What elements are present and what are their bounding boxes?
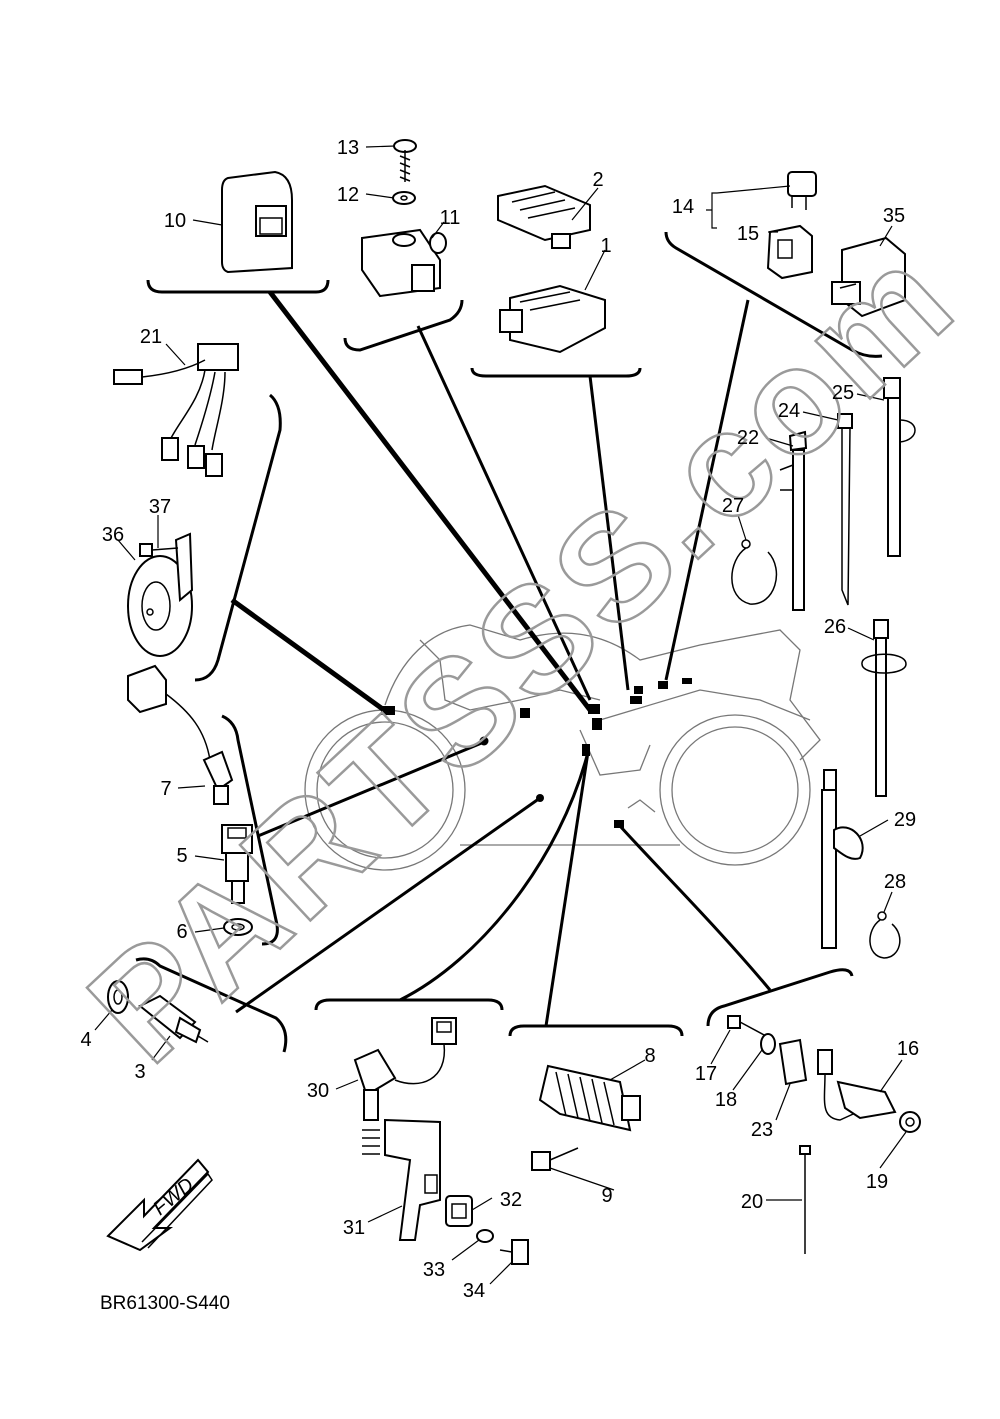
callout-30: 30 <box>307 1080 329 1102</box>
connection-lines <box>230 290 772 1027</box>
callout-23: 23 <box>751 1119 773 1141</box>
part-36-horn <box>127 532 194 657</box>
callout-33: 33 <box>423 1259 445 1281</box>
callout-37: 37 <box>149 496 171 518</box>
callout-12: 12 <box>337 184 359 206</box>
part-19-nut <box>899 1111 921 1133</box>
callout-20: 20 <box>741 1191 763 1213</box>
callout-6: 6 <box>176 921 187 943</box>
part-16-sensor <box>817 1049 897 1121</box>
callout-14: 14 <box>672 196 694 218</box>
part-9-bolt <box>531 1147 579 1171</box>
part-20-cable-tie <box>799 1145 811 1254</box>
part-29-cable-tie <box>821 769 864 949</box>
callout-4: 4 <box>80 1029 91 1051</box>
callout-5: 5 <box>176 845 187 867</box>
callout-11: 11 <box>440 207 461 229</box>
part-23-collar <box>778 1038 808 1086</box>
callout-34: 34 <box>463 1280 485 1302</box>
part-31-bracket <box>384 1118 441 1241</box>
callout-9: 9 <box>601 1185 612 1207</box>
part-14-relay <box>787 171 817 210</box>
part-3-sender <box>138 994 209 1044</box>
callout-13: 13 <box>337 137 359 159</box>
part-32-grommet <box>445 1195 473 1227</box>
part-30-sensor <box>353 1017 457 1155</box>
part-37-bolt <box>139 543 179 557</box>
callout-26: 26 <box>824 616 846 638</box>
part-4-gasket <box>107 980 129 1014</box>
callout-27: 27 <box>722 495 744 517</box>
callout-24: 24 <box>778 400 800 422</box>
part-11-connector <box>361 228 447 298</box>
part-18-washer <box>760 1033 776 1055</box>
callout-3: 3 <box>134 1061 145 1083</box>
callout-leaders <box>94 145 907 1285</box>
part-34-bolt <box>499 1239 529 1265</box>
part-33-collar <box>476 1229 494 1243</box>
part-12-washer <box>392 191 416 205</box>
callout-10: 10 <box>164 210 186 232</box>
group-brackets <box>135 231 883 1053</box>
diagram-code: BR61300-S440 <box>100 1293 230 1314</box>
callout-8: 8 <box>644 1045 655 1067</box>
callout-1: 1 <box>600 235 611 257</box>
part-6-gasket <box>223 918 253 936</box>
part-21-sub-wire-harness <box>113 343 239 477</box>
callout-32: 32 <box>500 1189 522 1211</box>
part-25-cable-tie <box>883 377 916 557</box>
callout-2: 2 <box>592 169 603 191</box>
part-24-cable-tie <box>837 413 853 606</box>
part-10-relay-cover <box>221 170 293 274</box>
callout-17: 17 <box>695 1063 717 1085</box>
part-1-cdi-unit <box>499 284 606 354</box>
callout-15: 15 <box>737 223 759 245</box>
part-17-bolt <box>727 1015 767 1037</box>
callout-18: 18 <box>715 1089 737 1111</box>
part-13-screw <box>393 139 417 182</box>
callout-21: 21 <box>140 326 162 348</box>
part-5-switch <box>221 824 253 904</box>
callout-19: 19 <box>866 1171 888 1193</box>
callout-28: 28 <box>884 871 906 893</box>
callout-25: 25 <box>832 382 854 404</box>
part-7-sensor <box>127 664 234 805</box>
part-8-regulator <box>538 1064 641 1132</box>
connection-points <box>381 678 692 828</box>
motorcycle-outline <box>304 624 821 871</box>
callout-29: 29 <box>894 809 916 831</box>
part-26-cable-tie <box>861 619 907 797</box>
callout-22: 22 <box>737 427 759 449</box>
part-35-relay <box>831 236 906 318</box>
part-15-relay-holder <box>766 224 813 280</box>
part-2-rectifier <box>497 184 591 249</box>
part-28-clamp <box>869 911 901 959</box>
callout-36: 36 <box>102 524 124 546</box>
callout-31: 31 <box>343 1217 365 1239</box>
forward-direction-arrow: FWD <box>106 1158 213 1252</box>
callout-7: 7 <box>160 778 171 800</box>
callout-35: 35 <box>883 205 905 227</box>
callout-16: 16 <box>897 1038 919 1060</box>
